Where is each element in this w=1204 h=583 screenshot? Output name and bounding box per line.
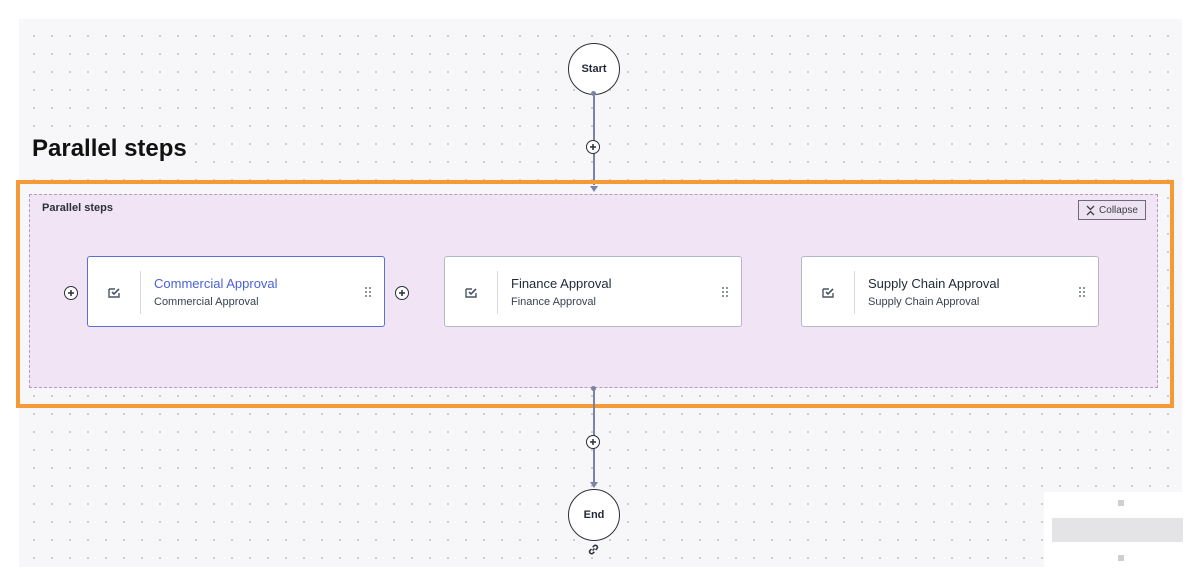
connector-dot (591, 386, 596, 391)
end-node[interactable]: End (568, 489, 620, 541)
add-step-button-left[interactable] (64, 286, 78, 300)
plus-icon (590, 439, 596, 445)
add-step-button-right[interactable] (395, 286, 409, 300)
approval-icon (465, 288, 477, 298)
connector-arrow (590, 482, 598, 488)
add-step-button-bottom[interactable] (586, 435, 600, 449)
connector-dot (591, 91, 596, 96)
plus-icon (399, 290, 405, 296)
collapse-label: Collapse (1099, 204, 1138, 216)
end-node-label: End (583, 509, 605, 521)
approval-icon (822, 288, 834, 298)
link-icon[interactable] (587, 543, 600, 556)
card-subtitle: Supply Chain Approval (868, 296, 980, 308)
card-divider (854, 271, 855, 314)
approval-icon (108, 288, 120, 298)
card-subtitle: Finance Approval (511, 296, 596, 308)
group-label: Parallel steps (42, 202, 113, 214)
drag-handle-icon[interactable] (1078, 286, 1086, 298)
start-node[interactable]: Start (568, 43, 620, 95)
page-heading: Parallel steps (30, 135, 189, 163)
connector-arrow (590, 186, 598, 192)
card-title: Finance Approval (511, 276, 612, 291)
drag-handle-icon[interactable] (364, 286, 372, 298)
plus-icon (590, 144, 596, 150)
step-card-finance-approval[interactable]: Finance Approval Finance Approval (444, 256, 742, 327)
card-subtitle: Commercial Approval (154, 296, 259, 308)
collapse-button[interactable]: Collapse (1078, 200, 1146, 220)
collapse-icon (1086, 205, 1095, 215)
plus-icon (68, 290, 74, 296)
start-node-label: Start (581, 63, 607, 75)
drag-handle-icon[interactable] (721, 286, 729, 298)
minimap-viewport[interactable] (1052, 518, 1183, 542)
minimap-marker (1118, 500, 1124, 506)
card-divider (140, 271, 141, 314)
add-step-button-top[interactable] (586, 140, 600, 154)
card-title: Commercial Approval (154, 276, 278, 291)
connector-line (593, 94, 595, 185)
step-card-commercial-approval[interactable]: Commercial Approval Commercial Approval (87, 256, 385, 327)
minimap-marker (1118, 555, 1124, 561)
card-title: Supply Chain Approval (868, 276, 1000, 291)
card-divider (497, 271, 498, 314)
step-card-supply-chain-approval[interactable]: Supply Chain Approval Supply Chain Appro… (801, 256, 1099, 327)
highlight-frame (16, 180, 1174, 408)
